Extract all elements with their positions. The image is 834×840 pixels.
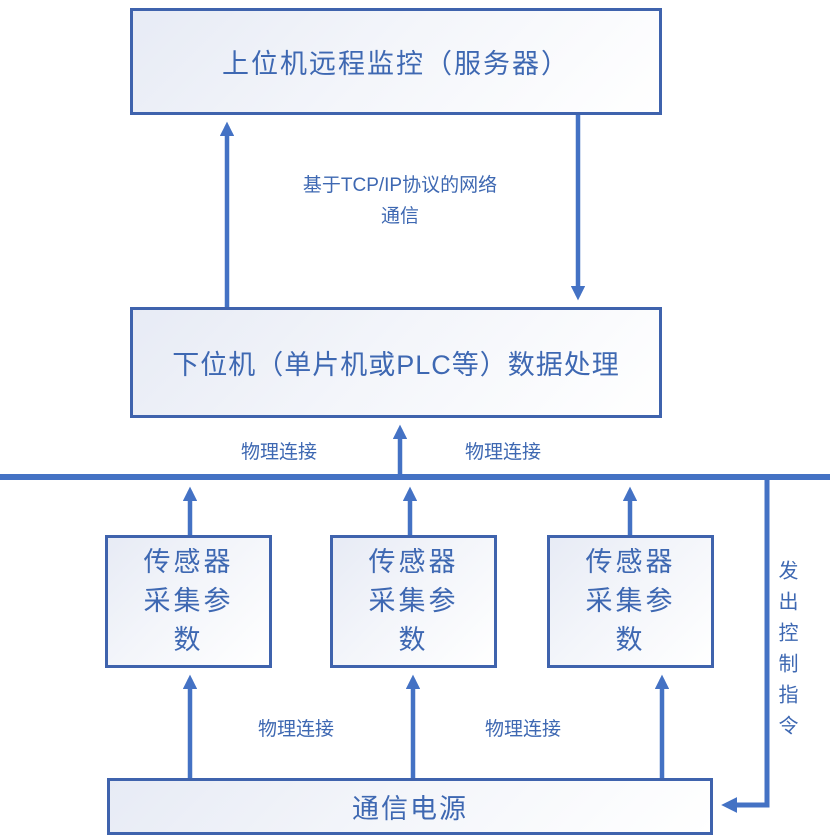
node-power-supply: 通信电源	[107, 778, 713, 835]
edge-label-control-command: 发出控制指令	[775, 560, 797, 746]
edge-label-physical-top-right: 物理连接	[465, 442, 542, 463]
node-sensor-3-label: 传感器 采集参 数	[585, 547, 676, 655]
node-lower-machine: 下位机（单片机或PLC等）数据处理	[130, 307, 662, 418]
node-sensor-3: 传感器 采集参 数	[547, 535, 714, 668]
node-sensor-1: 传感器 采集参 数	[105, 535, 272, 668]
edge-label-physical-bottom-right: 物理连接	[485, 719, 562, 740]
arrow-control-to-power	[721, 480, 770, 814]
node-sensor-1-label: 传感器 采集参 数	[143, 547, 234, 655]
edge-label-tcpip-line2: 通信	[380, 206, 419, 227]
node-power-supply-label: 通信电源	[352, 794, 468, 824]
edge-label-physical-bottom-left: 物理连接	[258, 719, 335, 740]
node-sensor-2-label: 传感器 采集参 数	[368, 547, 459, 655]
edge-label-physical-top-left: 物理连接	[241, 442, 318, 463]
node-sensor-2: 传感器 采集参 数	[330, 535, 497, 668]
node-server: 上位机远程监控（服务器）	[130, 8, 662, 115]
node-lower-machine-label: 下位机（单片机或PLC等）数据处理	[172, 350, 620, 380]
node-server-label: 上位机远程监控（服务器）	[222, 49, 570, 79]
edge-label-tcpip: 基于TCP/IP协议的网络 通信	[260, 170, 540, 232]
edge-label-tcpip-line1: 基于TCP/IP协议的网络	[302, 175, 498, 196]
